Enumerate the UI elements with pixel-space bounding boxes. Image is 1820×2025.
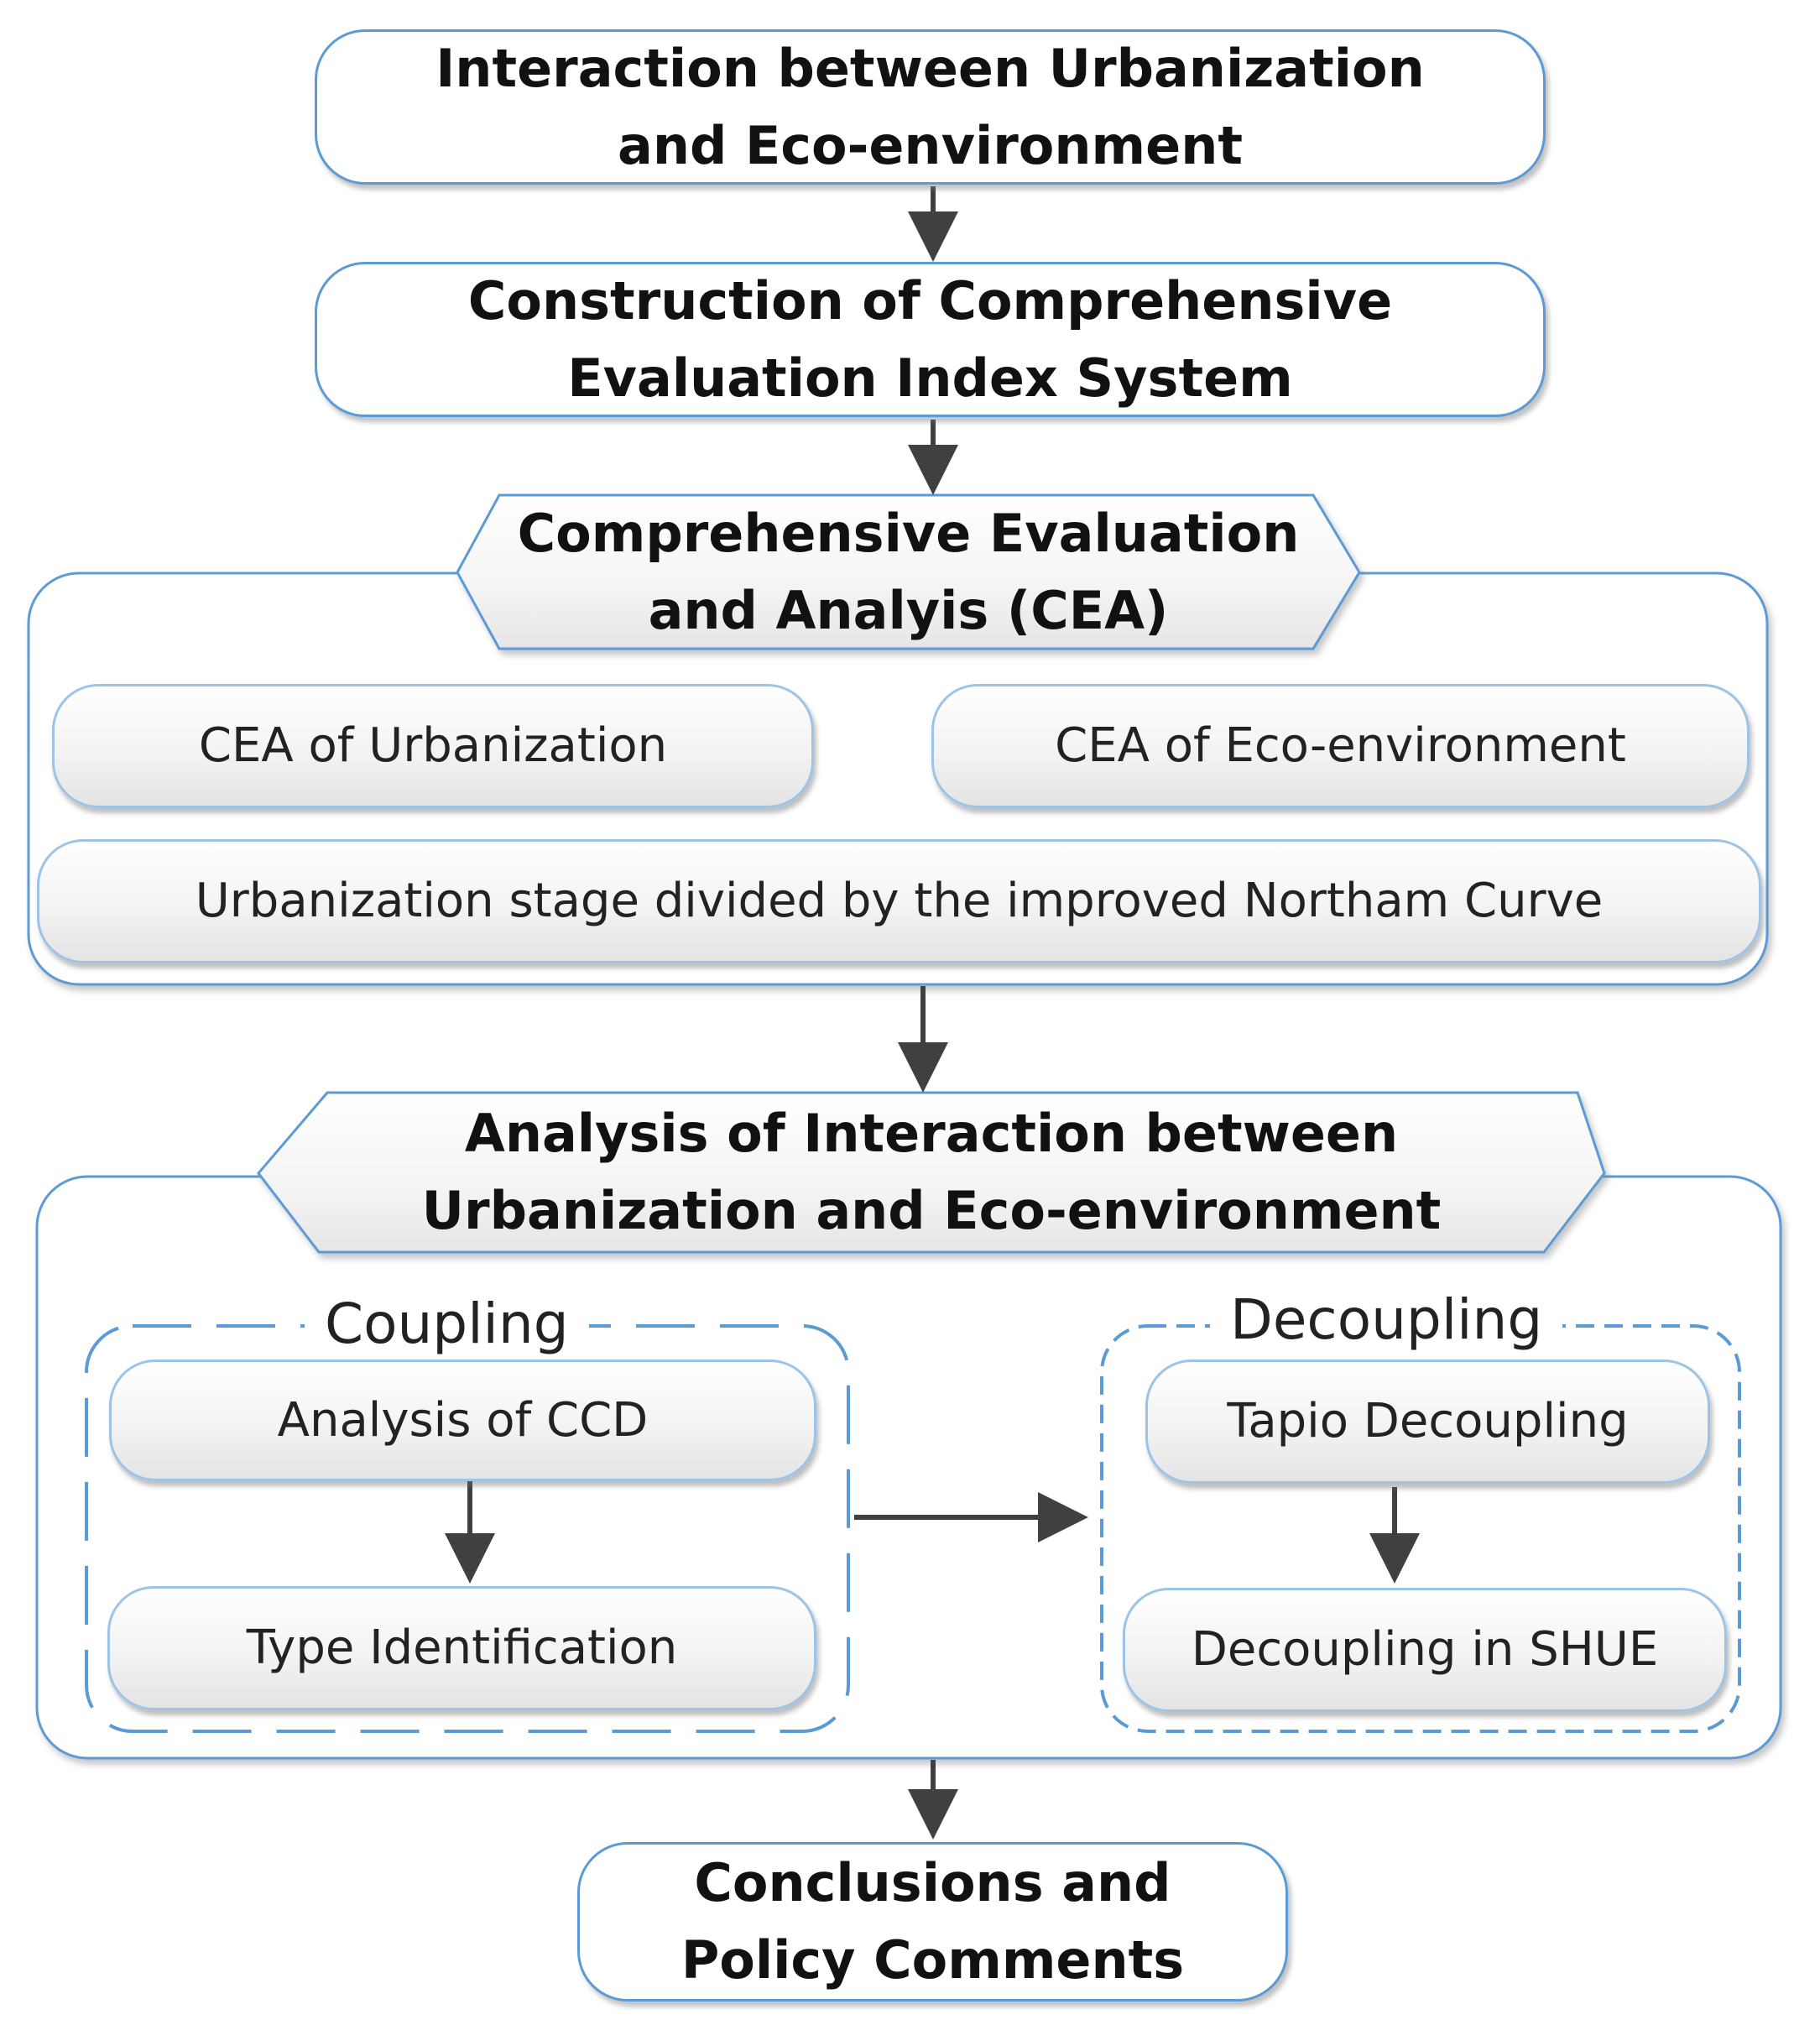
conclusions-box: Conclusions and Policy Comments <box>577 1842 1288 2002</box>
cea-title-line-2: and Analyis (CEA) <box>648 579 1169 641</box>
tapio-box: Tapio Decoupling <box>1145 1360 1710 1484</box>
analysis-title-hexagon <box>257 1091 1606 1254</box>
urbanization-stage-label: Urbanization stage divided by the improv… <box>195 874 1604 928</box>
cea-eco-label: CEA of Eco-environment <box>1055 718 1626 773</box>
cea-urbanization-label: CEA of Urbanization <box>198 718 668 773</box>
type-identification-label: Type Identification <box>246 1621 678 1675</box>
cea-title-hexagon <box>456 493 1361 650</box>
cea-title-line-1: Comprehensive Evaluation <box>517 502 1300 564</box>
urbanization-stage-box: Urbanization stage divided by the improv… <box>37 839 1761 963</box>
construction-line-1: Construction of Comprehensive <box>467 269 1393 331</box>
coupling-label: Coupling <box>305 1291 589 1358</box>
type-identification-box: Type Identification <box>107 1586 816 1710</box>
cea-urbanization-box: CEA of Urbanization <box>52 684 814 808</box>
shue-box: Decoupling in SHUE <box>1123 1588 1727 1712</box>
interaction-line-2: and Eco-environment <box>618 114 1243 176</box>
shue-label: Decoupling in SHUE <box>1191 1622 1659 1677</box>
construction-line-2: Evaluation Index System <box>567 347 1293 409</box>
construction-box: Construction of Comprehensive Evaluation… <box>315 262 1546 417</box>
decoupling-label: Decoupling <box>1210 1287 1563 1354</box>
analysis-title: Analysis of Interaction between Urbaniza… <box>258 1093 1604 1252</box>
analysis-ccd-label: Analysis of CCD <box>277 1392 649 1448</box>
cea-title: Comprehensive Evaluation and Analyis (CE… <box>457 495 1359 649</box>
conclusions-line-1: Conclusions and <box>694 1852 1171 1913</box>
analysis-title-line-1: Analysis of Interaction between <box>464 1103 1399 1164</box>
interaction-box: Interaction between Urbanization and Eco… <box>315 29 1546 185</box>
tapio-label: Tapio Decoupling <box>1227 1394 1629 1448</box>
analysis-ccd-box: Analysis of CCD <box>109 1360 816 1481</box>
coupling-group <box>85 1324 850 1733</box>
cea-eco-box: CEA of Eco-environment <box>931 684 1750 808</box>
interaction-line-1: Interaction between Urbanization <box>435 37 1425 99</box>
analysis-title-line-2: Urbanization and Eco-environment <box>421 1180 1442 1241</box>
conclusions-line-2: Policy Comments <box>681 1929 1185 1991</box>
